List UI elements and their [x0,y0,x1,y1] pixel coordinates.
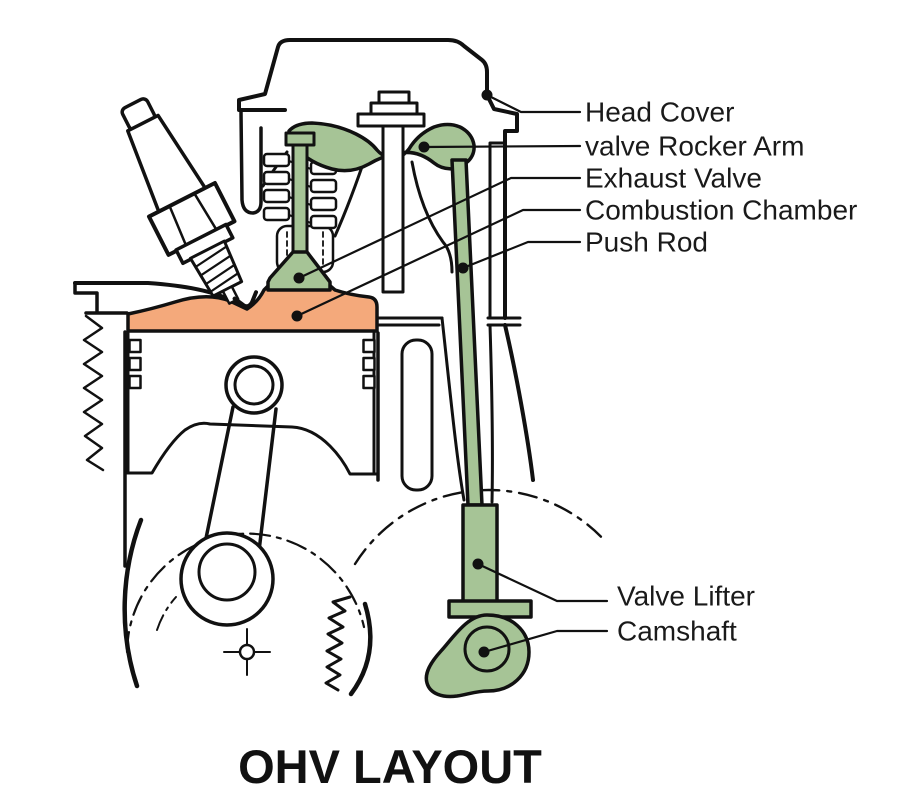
head-cover-outline [237,38,519,320]
leader-dots [291,89,493,658]
diagram-title: OHV LAYOUT [238,740,542,793]
labels: Head Cover valve Rocker Arm Exhaust Valv… [238,97,857,794]
spark-plug [120,97,259,309]
leader-push-rod [461,240,582,270]
crankcase-left-wall [122,517,144,689]
leader-combustion-chamber [295,208,582,318]
leader-valve-lifter [476,562,609,603]
label-camshaft: Camshaft [617,616,737,647]
cooling-fins [82,314,105,472]
label-rocker-arm: valve Rocker Arm [585,131,804,162]
piston [123,331,379,476]
valve-keeper [284,131,316,147]
label-head-cover: Head Cover [585,97,734,128]
rocker-pivot-plate [356,112,426,128]
valve-lifter-stem [461,503,499,605]
tappet-window [400,338,434,492]
leader-exhaust-valve [297,176,582,280]
leader-head-cover [485,93,582,114]
leader-rocker-arm [422,144,582,149]
label-exhaust-valve: Exhaust Valve [585,163,762,194]
rocker-arm [287,121,476,173]
cam-gear-circle [353,488,608,566]
label-combustion-chamber: Combustion Chamber [585,195,857,226]
connecting-rod [179,355,284,627]
spark-plug-electrode [232,290,259,309]
exhaust-valve [266,131,332,292]
crankcase-right-wall [348,601,373,697]
leader-camshaft [482,629,609,654]
crank-gear-teeth [324,595,352,692]
leader-lines [291,89,609,658]
label-valve-lifter: Valve Lifter [617,581,755,612]
valve-head [266,250,332,292]
piston-skirt [123,421,379,476]
cylinder-walls [123,316,535,568]
rocker-stud [356,90,426,294]
combustion-chamber [126,282,379,333]
piston-rings [128,338,376,390]
crankshaft-circle [122,517,373,697]
label-push-rod: Push Rod [585,227,708,258]
